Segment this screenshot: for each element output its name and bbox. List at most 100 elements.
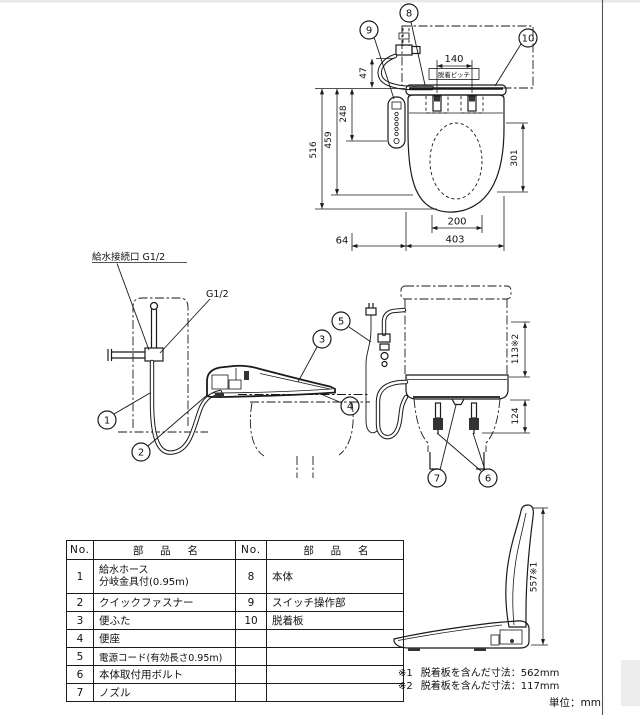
part-no (235, 683, 267, 702)
bowl-outline-rear (413, 398, 501, 470)
water-connection-rear (377, 307, 407, 368)
note1-ref: ※1 (398, 668, 413, 679)
svg-text:9: 9 (366, 26, 372, 37)
footnotes: ※1 脱着板を含んだ寸法：562mm ※2 脱着板を含んだ寸法：117mm (398, 668, 612, 693)
svg-text:7: 7 (434, 474, 440, 485)
hinge-bolt-right (460, 95, 484, 114)
part-no: 5 (66, 647, 94, 666)
callout-8: 8 (399, 3, 426, 86)
dim-301: 301 (497, 122, 528, 193)
part-no: 1 (66, 559, 94, 594)
table-row: 6 本体取付用ボルト (66, 665, 404, 684)
hinge-bolt-left (425, 95, 449, 114)
svg-text:5: 5 (338, 317, 344, 328)
dim-557: 557※1 (530, 507, 548, 646)
part-name: スイッチ操作部 (266, 593, 404, 612)
dim-140-label: 140 (444, 54, 463, 65)
tank-lid-rear (400, 285, 512, 300)
svg-text:4: 4 (347, 402, 353, 413)
dim-47: 47 (359, 58, 394, 88)
part-no: 8 (235, 559, 267, 594)
parts-table: No. 部 品 名 No. 部 品 名 1 給水ホース分岐金具付(0.95m) … (66, 540, 404, 702)
part-name (266, 665, 404, 684)
page-top-shadow (0, 0, 640, 3)
stop-valve (107, 301, 164, 362)
table-row: 4 便座 (66, 629, 404, 648)
supply-port-label: 給水接続口 G1/2 (92, 251, 165, 263)
part-no (235, 629, 267, 648)
thread-label: G1/2 (206, 289, 229, 300)
header-no-left: No. (66, 540, 94, 560)
part-name: 給水ホース分岐金具付(0.95m) (99, 565, 189, 588)
dim-113-label: 113※2 (511, 334, 521, 364)
profile-view: 557※1 (393, 504, 548, 651)
dim-403-label: 403 (445, 235, 464, 246)
bowl-outline-side (238, 394, 370, 478)
dim-459-label: 459 (324, 131, 334, 148)
tank-outline-top (401, 25, 534, 89)
dim-557-label: 557※1 (530, 562, 540, 592)
part-no: 6 (66, 665, 94, 684)
lid-raised (505, 504, 534, 628)
part-no (235, 665, 267, 684)
top-view: 140 脱着ピッチ 47 516 459 248 (309, 3, 538, 251)
callout-10: 10 (494, 28, 538, 87)
part-no: 4 (66, 629, 94, 648)
table-row: 2 クイックファスナー 9 スイッチ操作部 (66, 593, 404, 612)
nozzle-rear (451, 398, 465, 406)
table-row: 1 給水ホース分岐金具付(0.95m) 8 本体 (66, 559, 404, 594)
part-no (235, 647, 267, 666)
tank-outline-front (132, 297, 189, 428)
part-name (266, 629, 404, 648)
callout-6: 6 (436, 432, 498, 488)
callout-1: 1 (97, 392, 151, 430)
water-hose (149, 359, 223, 455)
page-edge-artifact (621, 660, 640, 706)
parts-table-header: No. 部 品 名 No. 部 品 名 (66, 540, 404, 560)
callout-2: 2 (131, 395, 207, 462)
dim-left-stack: 516 459 248 (309, 88, 437, 210)
power-cord (365, 303, 379, 434)
lid-top-view (407, 94, 505, 213)
callout-5: 5 (331, 311, 372, 343)
svg-text:6: 6 (485, 474, 491, 485)
pitch-label: 脱着ピッチ (438, 70, 470, 79)
part-name: クイックファスナー (93, 593, 236, 612)
mounting-bolt-left (433, 402, 443, 434)
part-no: 2 (66, 593, 94, 612)
table-row: 3 便ふた 10 脱着板 (66, 611, 404, 630)
hose-loop-rear (375, 379, 409, 440)
callout-9: 9 (359, 20, 395, 100)
supply-view: 給水接続口 G1/2 G1/2 1 (92, 251, 229, 462)
note2-text: 脱着板を含んだ寸法：117mm (420, 680, 560, 692)
part-no: 3 (66, 611, 94, 630)
part-name: 本体取付用ボルト (93, 665, 236, 684)
washlet-profile (206, 364, 336, 399)
dim-124: 124 (482, 399, 530, 434)
svg-text:8: 8 (406, 9, 412, 20)
dim-140: 140 脱着ピッチ (428, 54, 480, 93)
callout-4: 4 (322, 394, 360, 416)
dim-248-label: 248 (339, 105, 349, 122)
table-row: 7 ノズル (66, 683, 404, 702)
part-name: 電源コード(有効長さ0.95m) (93, 647, 236, 666)
callout-3: 3 (297, 329, 332, 383)
svg-text:10: 10 (522, 34, 535, 45)
callout-7: 7 (427, 404, 457, 488)
note1-text: 脱着板を含んだ寸法：562mm (420, 668, 560, 679)
dim-301-label: 301 (510, 149, 520, 166)
dim-47-label: 47 (359, 67, 369, 78)
part-name: 本体 (266, 559, 404, 594)
dim-124-label: 124 (511, 407, 521, 424)
header-no-right: No. (235, 540, 267, 560)
svg-text:3: 3 (319, 335, 325, 346)
part-no: 9 (235, 593, 267, 612)
seat-opening (429, 122, 483, 200)
rear-view: 113※2 124 5 7 6 (331, 285, 530, 488)
dim-64-label: 64 (336, 236, 349, 247)
part-name: ノズル (93, 683, 236, 702)
dim-113: 113※2 (509, 321, 530, 378)
part-no: 10 (235, 611, 267, 630)
part-name (266, 683, 404, 702)
